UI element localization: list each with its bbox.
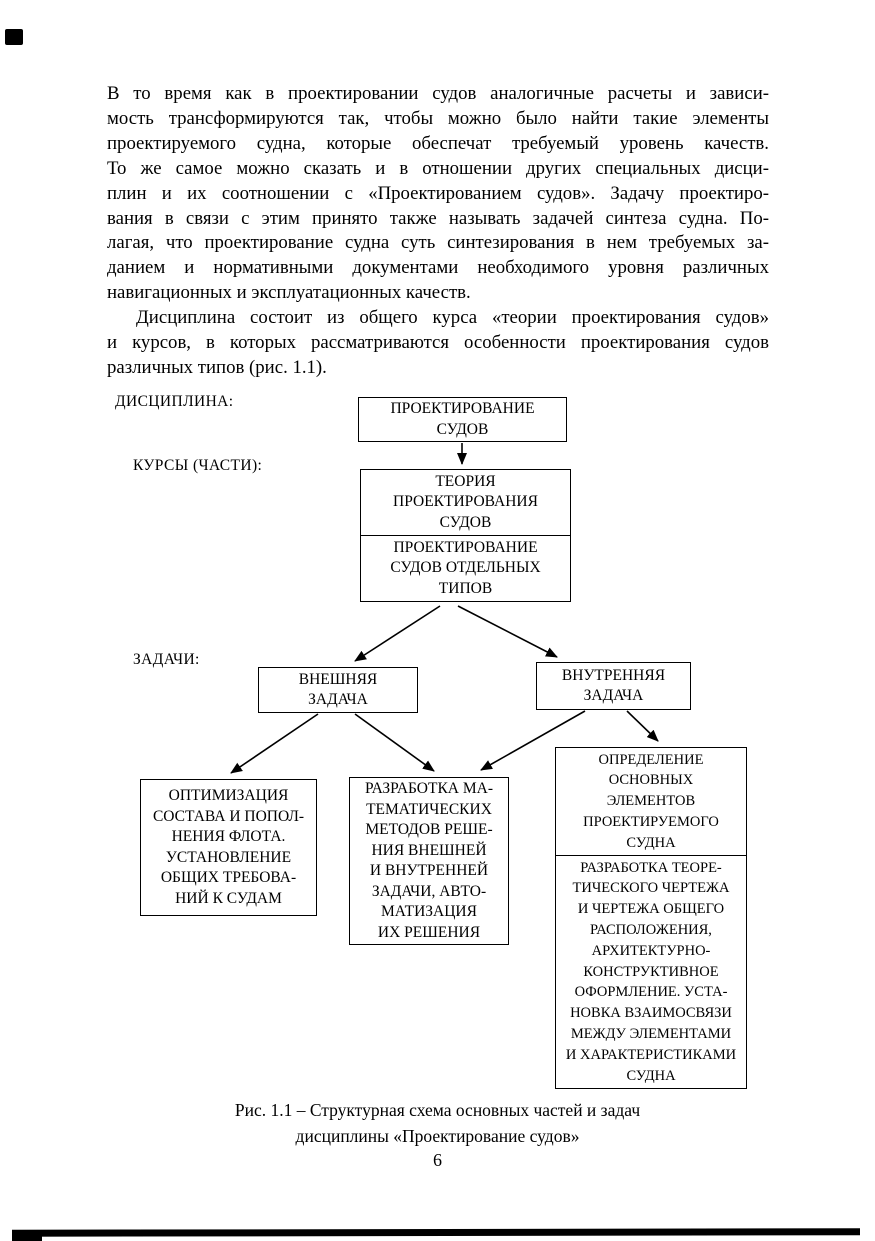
paragraph-2-last-line: различных типов (рис. 1.1).: [107, 356, 327, 378]
scan-artifact-bottom-bar: [11, 1228, 861, 1237]
box-external-task: ВНЕШНЯЯ ЗАДАЧА: [258, 667, 418, 713]
box-main-elements: ОПРЕДЕЛЕНИЕ ОСНОВНЫХ ЭЛЕМЕНТОВ ПРОЕКТИРУ…: [583, 751, 719, 851]
stack-internal-subtasks: ОПРЕДЕЛЕНИЕ ОСНОВНЫХ ЭЛЕМЕНТОВ ПРОЕКТИРУ…: [555, 747, 747, 1089]
body-text: В то время как в проектировании судов ан…: [107, 82, 769, 381]
arrow-courses-to-external-task: [354, 605, 441, 662]
arrow-external-to-optimization: [230, 713, 319, 774]
box-math-methods: РАЗРАБОТКА МА- ТЕМАТИЧЕСКИХ МЕТОДОВ РЕШЕ…: [349, 777, 509, 945]
figure-caption: Рис. 1.1 – Структурная схема основных ча…: [234, 1100, 641, 1146]
paragraph-1-last-line: навигационных и эксплуатационных качеств…: [107, 282, 471, 304]
box-internal-task: ВНУТРЕННЯЯ ЗАДАЧА: [536, 662, 691, 710]
box-fleet-optimization: ОПТИМИЗАЦИЯ СОСТАВА И ПОПОЛ- НЕНИЯ ФЛОТА…: [140, 779, 317, 916]
box-theory-of-ship-design: ТЕОРИЯ ПРОЕКТИРОВАНИЯ СУДОВ: [393, 472, 538, 531]
box-drawings-development: РАЗРАБОТКА ТЕОРЕ- ТИЧЕСКОГО ЧЕРТЕЖА И ЧЕ…: [556, 855, 746, 1088]
scan-artifact-bottom-nub: [12, 1233, 42, 1241]
stack-courses: ТЕОРИЯ ПРОЕКТИРОВАНИЯ СУДОВ ПРОЕКТИРОВАН…: [360, 469, 571, 602]
box-design-of-ship-types: ПРОЕКТИРОВАНИЕ СУДОВ ОТДЕЛЬНЫХ ТИПОВ: [361, 535, 570, 601]
box-ship-design: ПРОЕКТИРОВАНИЕ СУДОВ: [358, 397, 567, 442]
label-tasks: ЗАДАЧИ:: [133, 651, 200, 668]
label-discipline: ДИСЦИПЛИНА:: [115, 393, 234, 410]
arrow-internal-to-elements: [626, 710, 659, 742]
page-number: 6: [433, 1150, 442, 1170]
paragraph-1-body: В то время как в проектировании судов ан…: [107, 83, 769, 279]
arrow-external-to-math: [354, 713, 435, 772]
paragraph-2-body: Дисциплина состоит из общего курса «теор…: [107, 307, 769, 354]
arrow-courses-to-internal-task: [457, 605, 558, 658]
scan-artifact-corner: [5, 29, 23, 45]
label-courses: КУРСЫ (ЧАСТИ):: [133, 457, 263, 474]
